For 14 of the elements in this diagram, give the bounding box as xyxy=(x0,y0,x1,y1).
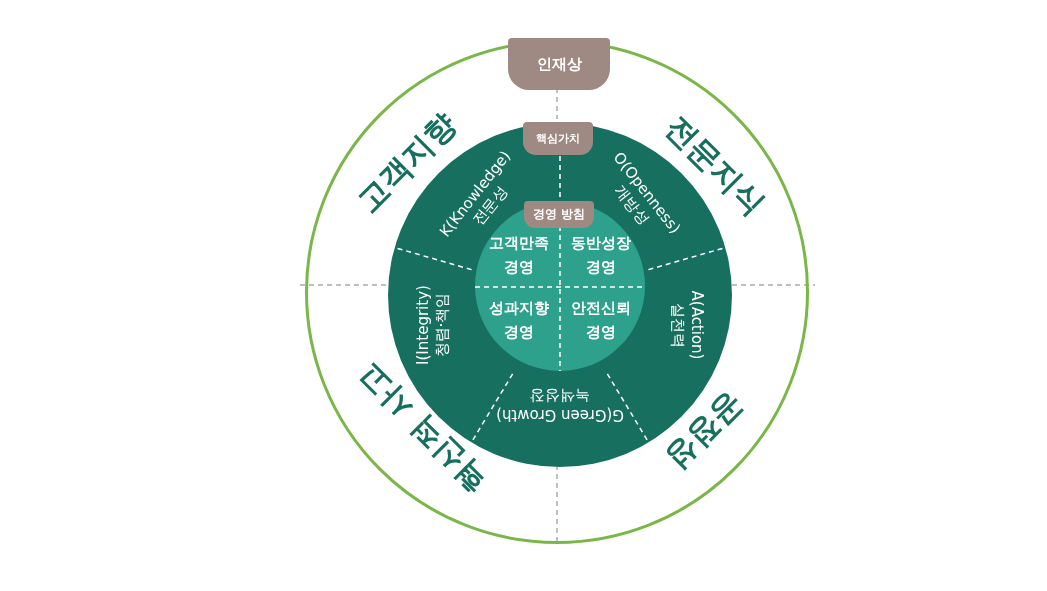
policy-label: 성과지향 경영 xyxy=(481,290,557,350)
policy-label: 고객만족 경영 xyxy=(481,225,557,285)
heading-tab: 경영 방침 xyxy=(524,201,594,228)
heading-tab: 핵심가치 xyxy=(523,122,593,155)
heading-tab: 인재상 xyxy=(508,38,610,90)
value-name: G(Green Growth) xyxy=(496,405,624,424)
policy-label: 동반성장 경영 xyxy=(563,225,639,285)
value-term: 실천력 xyxy=(668,302,687,348)
policy-label: 안전신뢰 경영 xyxy=(563,290,639,350)
outer-circle xyxy=(305,40,809,544)
value-name: A(Action) xyxy=(687,290,706,360)
value-term: 녹색성장 xyxy=(530,386,590,405)
value-term: 청렴·책임 xyxy=(433,292,452,358)
value-name: I(Integrity) xyxy=(414,285,433,365)
